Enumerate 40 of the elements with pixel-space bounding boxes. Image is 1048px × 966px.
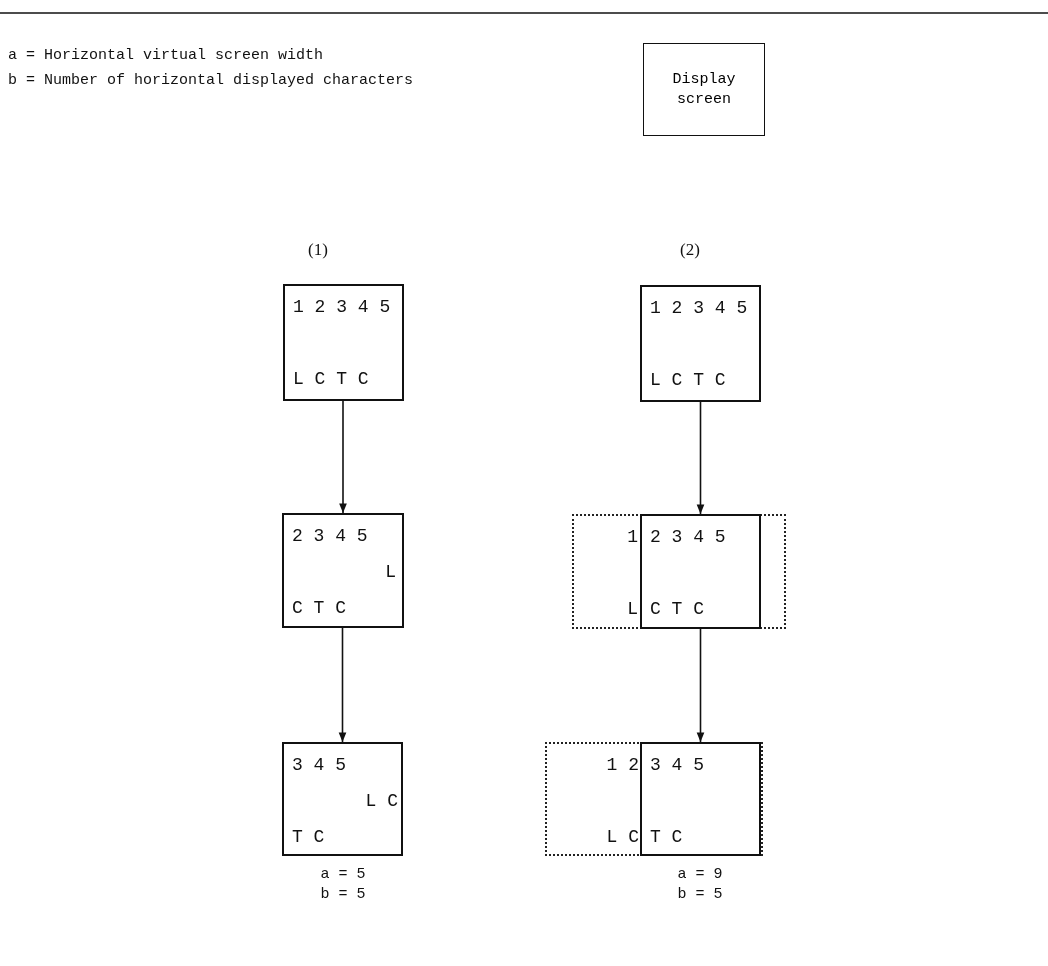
screen-box <box>282 742 403 856</box>
screen-box <box>640 514 761 629</box>
screen-characters: L <box>385 563 396 581</box>
screen-characters: L C T C <box>650 371 726 389</box>
screen-box <box>640 742 761 856</box>
screen-box <box>282 513 404 628</box>
screen-characters: 1 2 <box>606 756 639 774</box>
virtual-screen-box <box>545 742 763 856</box>
screen-characters: L <box>627 600 638 618</box>
screen-characters: 1 <box>627 528 638 546</box>
screen-characters: 2 3 4 5 <box>650 528 726 546</box>
case-label: (1) <box>308 240 328 261</box>
value-text: a = 5 <box>320 866 366 884</box>
box-label: Display screen <box>671 70 737 109</box>
value-text: a = 9 <box>677 866 723 884</box>
arrow <box>696 401 705 515</box>
definition-text: a = Horizontal virtual screen width <box>8 47 324 65</box>
screen-characters: L C T C <box>293 370 369 388</box>
value-text: b = 5 <box>320 886 366 904</box>
arrow <box>696 628 705 743</box>
screen-characters: T C <box>292 828 325 846</box>
screen-characters: L C <box>606 828 639 846</box>
virtual-screen-box <box>572 514 786 629</box>
case-label: (2) <box>680 240 700 261</box>
screen-characters: 3 4 5 <box>292 756 346 774</box>
screen-characters: 3 4 5 <box>650 756 704 774</box>
screen-characters: 1 2 3 4 5 <box>293 298 391 316</box>
screen-characters: C T C <box>650 600 704 618</box>
screen-characters: 2 3 4 5 <box>292 527 368 545</box>
arrow <box>338 627 347 743</box>
definition-text: b = Number of horizontal displayed characters <box>8 72 414 90</box>
screen-box <box>283 284 404 401</box>
value-text: b = 5 <box>677 886 723 904</box>
display-screen-box <box>643 43 765 136</box>
screen-characters: 1 2 3 4 5 <box>650 299 748 317</box>
screen-characters: L C <box>365 792 398 810</box>
arrow <box>339 400 347 514</box>
screen-box <box>640 285 761 402</box>
screen-characters: C T C <box>292 599 346 617</box>
screen-characters: T C <box>650 828 683 846</box>
